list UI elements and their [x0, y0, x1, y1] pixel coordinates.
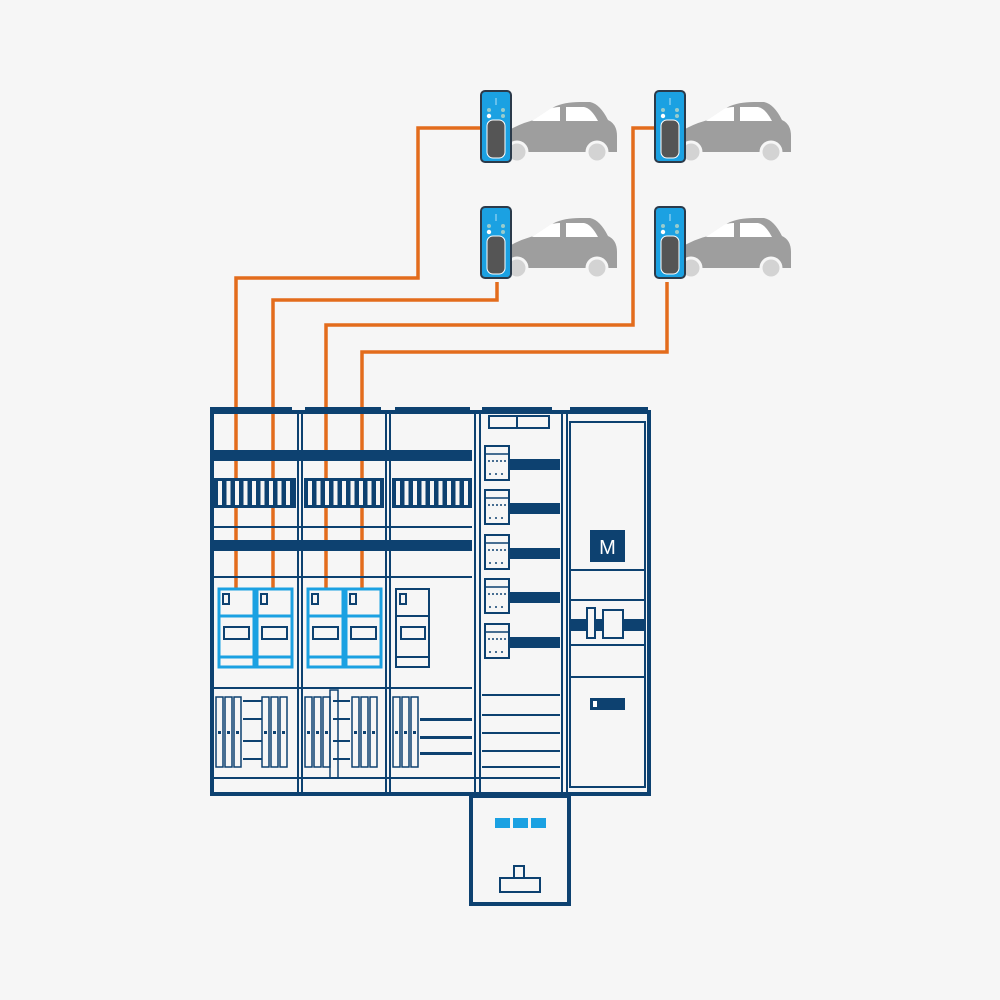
breaker-1[interactable] — [217, 587, 256, 669]
indicator-light — [495, 818, 510, 828]
wallbox-charger-icon — [654, 206, 686, 279]
station-bottom-right — [654, 206, 791, 280]
breaker-3[interactable] — [306, 587, 345, 669]
breaker-4[interactable] — [344, 587, 383, 669]
indicator-lights — [495, 818, 546, 828]
station-top-right — [654, 90, 791, 164]
feeder-breaker-1[interactable] — [484, 445, 560, 481]
vertical-module — [329, 689, 339, 779]
isolator-handle[interactable] — [586, 607, 596, 639]
motor-box — [590, 530, 625, 562]
breaker-2[interactable] — [255, 587, 294, 669]
motor-label: M — [599, 537, 616, 559]
breaker-spare[interactable] — [395, 588, 430, 668]
slot-indicator — [590, 698, 625, 710]
column-dividers — [297, 412, 568, 794]
cable-station-4 — [360, 282, 669, 588]
wallbox-charger-icon — [480, 206, 512, 279]
wallbox-charger-icon — [480, 90, 512, 163]
cable-station-2 — [271, 282, 499, 588]
feeder-breaker-2[interactable] — [484, 489, 560, 525]
indicator-light — [513, 818, 528, 828]
cable-station-1 — [234, 126, 480, 588]
bottom-modules — [215, 689, 472, 779]
charging-stations — [480, 90, 791, 280]
station-bottom-left — [480, 206, 617, 280]
terminal-strip — [214, 478, 472, 508]
wallbox-charger-icon — [654, 90, 686, 163]
feeder-breaker-4[interactable] — [484, 578, 560, 614]
switchboard-cabinet: M — [210, 407, 651, 906]
outgoing-feeder-column — [482, 415, 560, 768]
ev-breakers — [217, 587, 430, 669]
busbars — [214, 450, 560, 779]
indicator-light — [531, 818, 546, 828]
feeder-breaker-5[interactable] — [484, 623, 560, 659]
car-icon — [679, 102, 791, 164]
motor-column: M — [569, 421, 646, 788]
feeder-breaker-3[interactable] — [484, 534, 560, 570]
control-box — [469, 794, 571, 906]
station-top-left — [480, 90, 617, 164]
